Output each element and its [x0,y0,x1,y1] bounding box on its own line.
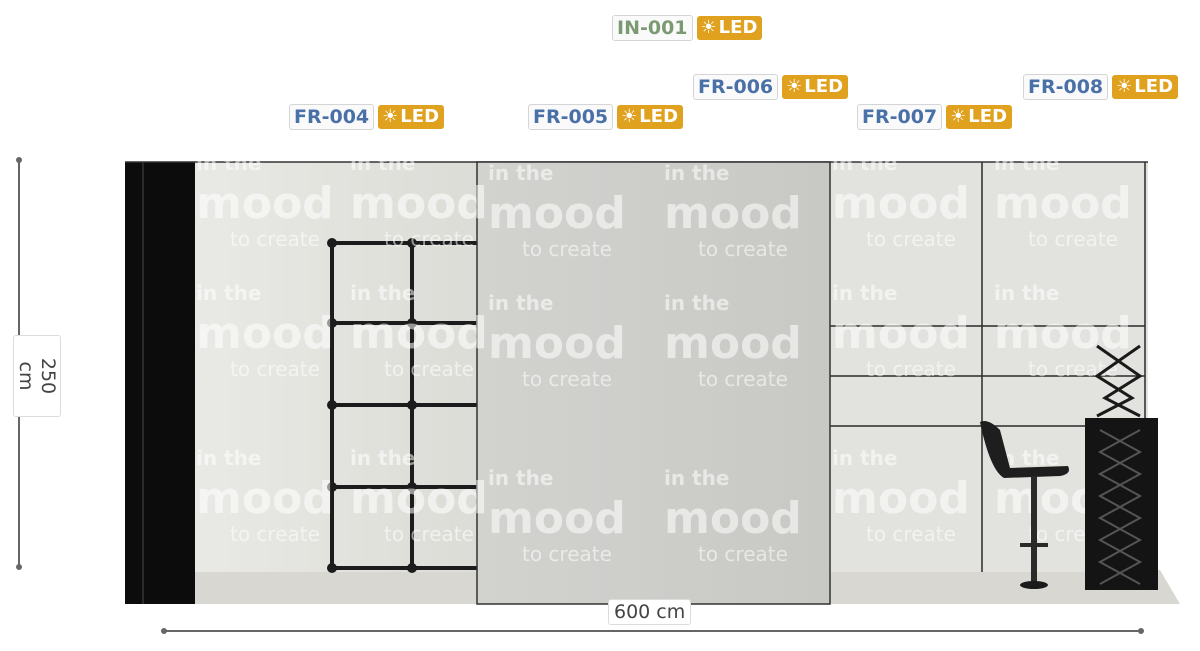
watermark-line3: to create [1028,227,1118,251]
width-label: 600 cm [608,599,692,625]
tag-fr-008: FR-008 ☀LED [1023,74,1179,100]
watermark-line1: in the [488,291,553,315]
watermark-line2: mood [994,308,1132,359]
watermark-line3: to create [1028,357,1118,381]
sun-icon: ☀ [786,76,803,97]
watermark-line1: in the [350,446,415,470]
watermark-line2: mood [488,318,626,369]
tag-code: FR-006 [693,74,779,100]
watermark-line3: to create [522,367,612,391]
watermark-line2: mood [994,178,1132,229]
watermark-line1: in the [832,151,897,175]
pipe-shelf [330,241,477,572]
sun-icon: ☀ [382,106,399,127]
tag-code: IN-001 [612,15,693,41]
left-column [125,162,195,604]
watermark-line3: to create [230,522,320,546]
watermark-line1: in the [994,151,1059,175]
watermark-line3: to create [866,357,956,381]
watermark-line3: to create [698,542,788,566]
watermark-line2: mood [196,308,334,359]
tag-fr-007: FR-007 ☀LED [857,104,1013,130]
watermark-line3: to create [698,237,788,261]
sun-icon: ☀ [700,17,717,38]
watermark-line1: in the [196,281,261,305]
watermark-line2: mood [488,188,626,239]
watermark-line2: mood [832,473,970,524]
watermark-line1: in the [196,446,261,470]
watermark-line2: mood [350,308,488,359]
watermark-line2: mood [832,308,970,359]
tag-fr-006: FR-006 ☀LED [693,74,849,100]
sun-icon: ☀ [621,106,638,127]
watermark-line2: mood [664,493,802,544]
watermark-line3: to create [522,542,612,566]
watermark-line2: mood [832,178,970,229]
watermark-line2: mood [664,188,802,239]
led-badge: ☀LED [1112,75,1179,99]
watermark-line2: mood [488,493,626,544]
watermark-line3: to create [230,227,320,251]
watermark-line1: in the [664,161,729,185]
sun-icon: ☀ [1116,76,1133,97]
watermark-line2: mood [350,473,488,524]
watermark-line3: to create [522,237,612,261]
height-label: 250 cm [13,335,61,417]
watermark-line1: in the [664,291,729,315]
tag-code: FR-008 [1023,74,1109,100]
display-cabinet [1085,344,1158,590]
watermark-line3: to create [384,357,474,381]
center-panel [476,161,831,605]
watermark-line3: to create [866,522,956,546]
watermark-line1: in the [832,446,897,470]
watermark-line3: to create [384,227,474,251]
tag-fr-004: FR-004 ☀LED [289,104,445,130]
watermark-line1: in the [196,151,261,175]
led-badge: ☀LED [617,105,684,129]
watermark-line1: in the [488,466,553,490]
width-dimension [161,628,1144,634]
watermark-line3: to create [384,522,474,546]
watermark-line3: to create [698,367,788,391]
sun-icon: ☀ [950,106,967,127]
led-badge: ☀LED [946,105,1013,129]
watermark-line1: in the [832,281,897,305]
led-badge: ☀LED [696,16,763,40]
watermark-line2: mood [196,473,334,524]
watermark-line3: to create [866,227,956,251]
tag-code: FR-004 [289,104,375,130]
bar-stool [980,421,1069,589]
left-wall-panel [195,162,477,572]
tag-fr-005: FR-005 ☀LED [528,104,684,130]
led-badge: ☀LED [378,105,445,129]
tag-in-001: IN-001 ☀LED [612,15,763,41]
watermark-line3: to create [230,357,320,381]
led-badge: ☀LED [782,75,849,99]
watermark-line2: mood [350,178,488,229]
watermark-line1: in the [488,161,553,185]
watermark-line2: mood [196,178,334,229]
watermark-line1: in the [994,281,1059,305]
watermark-line1: in the [350,151,415,175]
watermark-line1: in the [664,466,729,490]
watermark-line2: mood [664,318,802,369]
tag-code: FR-005 [528,104,614,130]
tag-code: FR-007 [857,104,943,130]
watermark-line1: in the [350,281,415,305]
